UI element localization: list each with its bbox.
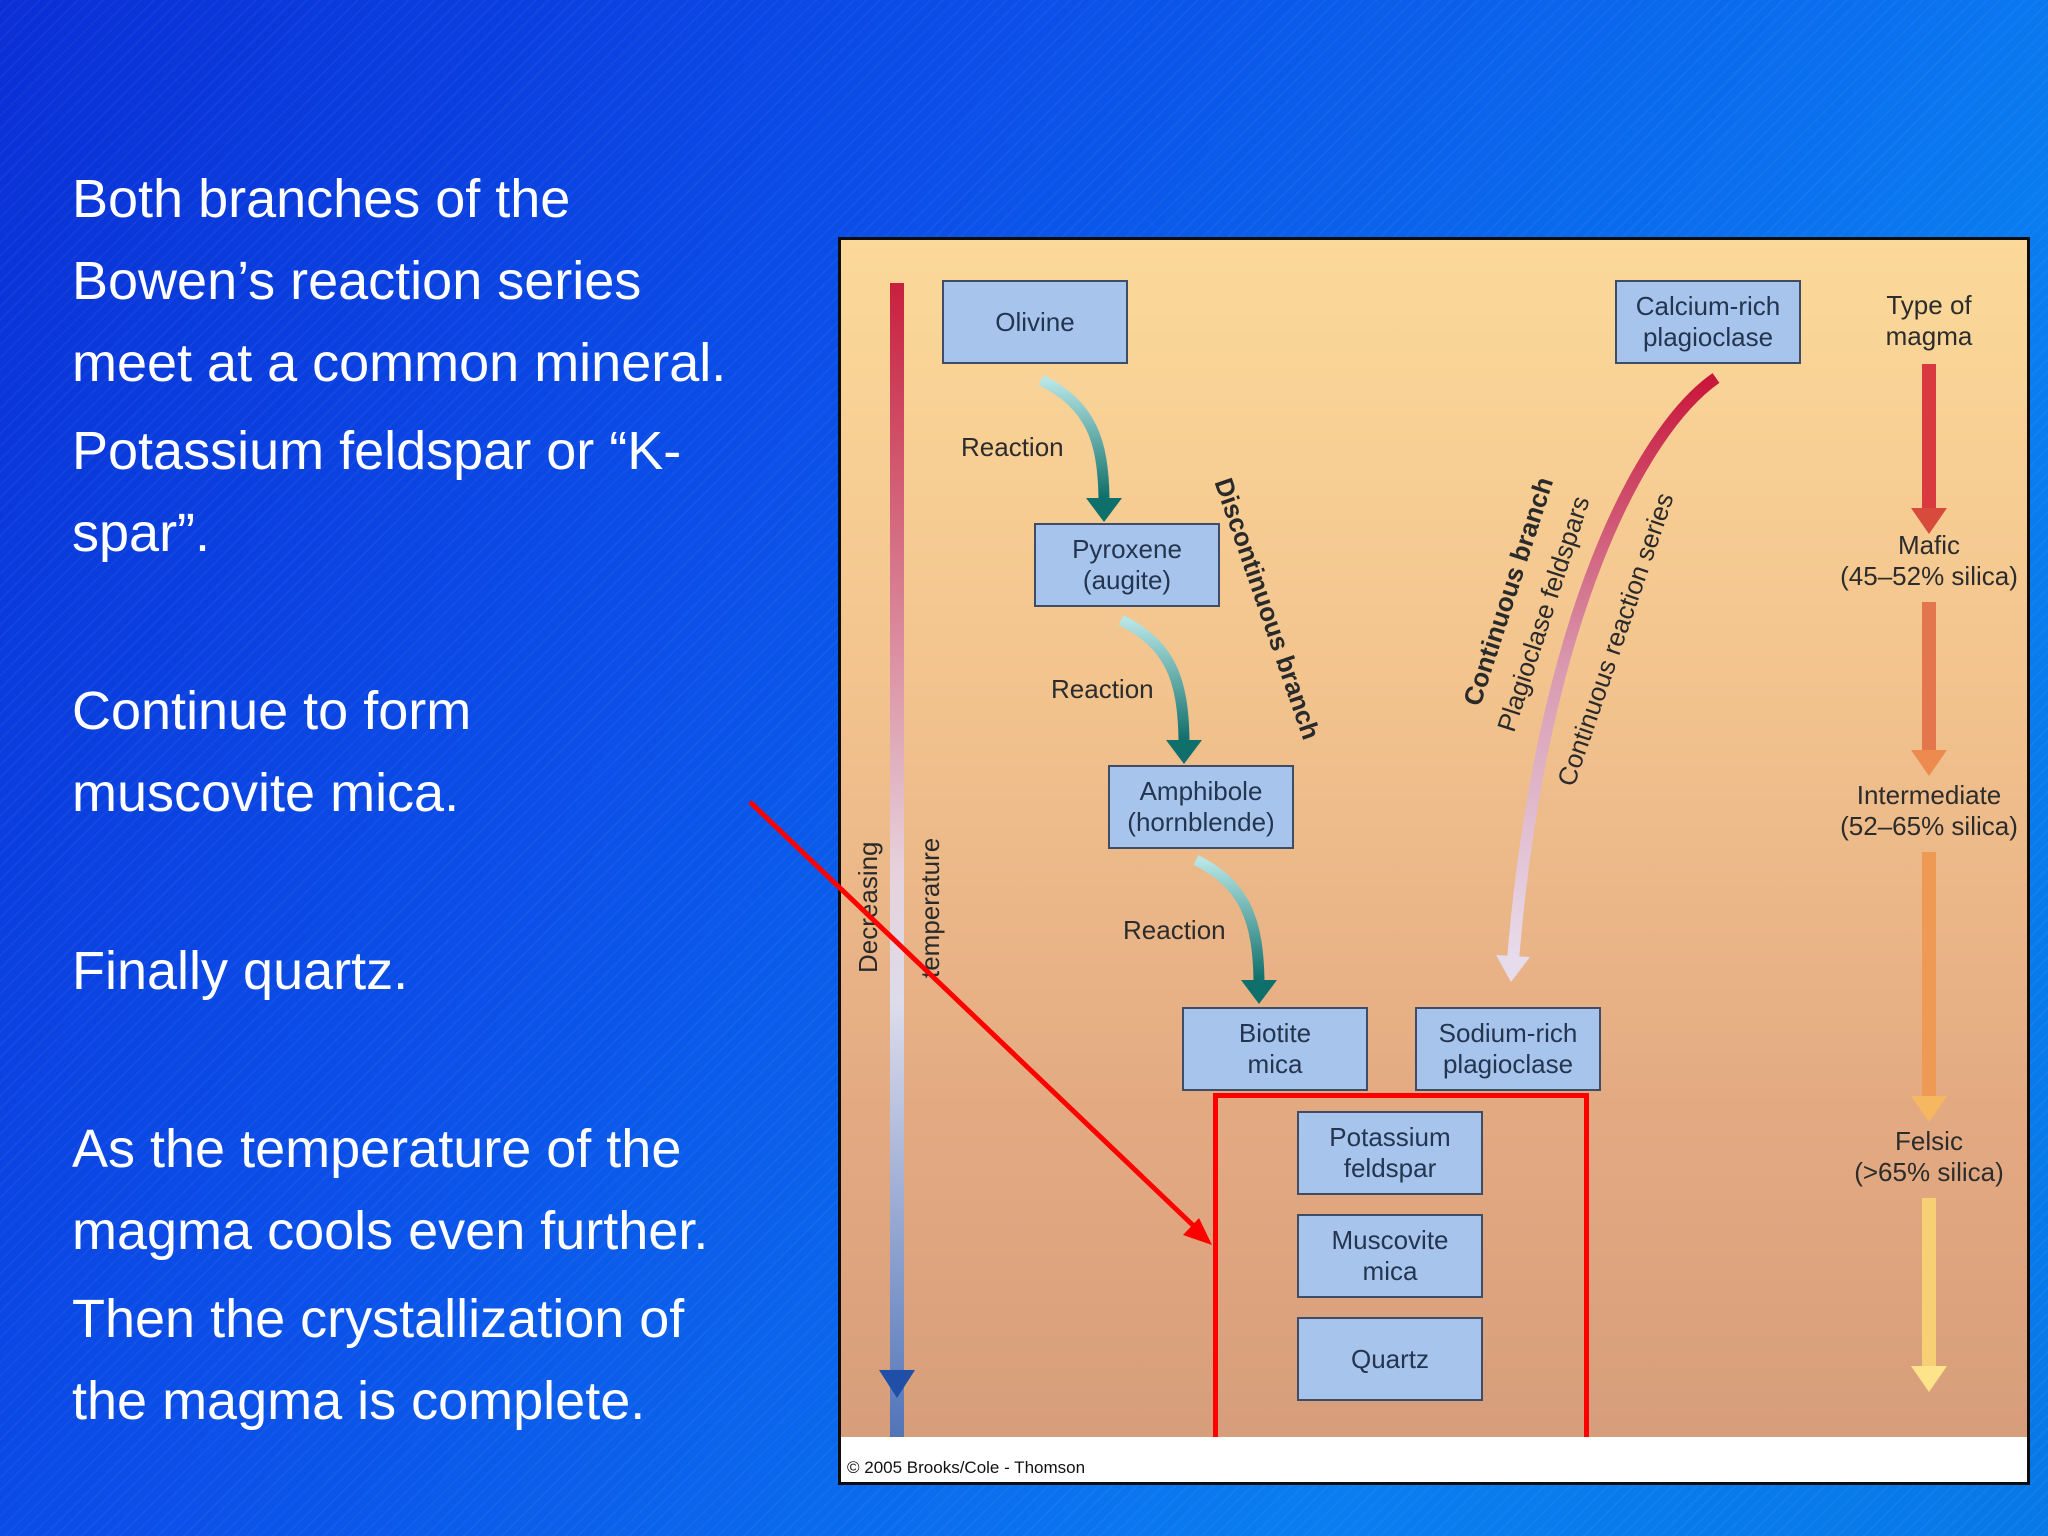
mineral-label: Muscovite (1331, 1225, 1449, 1255)
mineral-label: Calcium-rich (1635, 291, 1781, 321)
magma-type-silica: (>65% silica) (1854, 1157, 2004, 1187)
magma-arrow (1922, 1198, 1936, 1368)
copyright-text: © 2005 Brooks/Cole - Thomson (847, 1458, 1086, 1477)
slide-text: Continue to form muscovite mica. (72, 670, 792, 834)
magma-type-intermediate: Intermediate (52–65% silica) (1819, 780, 2027, 842)
reaction-label: Reaction (961, 432, 1064, 462)
magma-type-felsic: Felsic (>65% silica) (1819, 1126, 2027, 1188)
mineral-label: Amphibole (1139, 776, 1263, 806)
reaction-arrow (1038, 375, 1110, 499)
copyright-strip (841, 1437, 2027, 1482)
mineral-label: (augite) (1082, 565, 1172, 595)
magma-type-name: Intermediate (1856, 780, 2002, 810)
slide-text: Finally quartz. (72, 930, 792, 1012)
mineral-muscovite: Muscovite mica (1297, 1214, 1483, 1298)
mineral-sodium-plagioclase: Sodium-rich plagioclase (1415, 1007, 1601, 1091)
mineral-calcium-plagioclase: Calcium-rich plagioclase (1615, 280, 1801, 364)
mineral-biotite: Biotite mica (1182, 1007, 1368, 1091)
text-line: Bowen’s reaction series (72, 251, 642, 311)
mineral-label: mica (1247, 1049, 1303, 1079)
slide-text: Both branches of the Bowen’s reaction se… (72, 158, 792, 574)
common-minerals-highlight (1213, 1093, 1589, 1453)
magma-type-name: Felsic (1895, 1126, 1963, 1156)
temperature-label-decreasing: Decreasing (853, 841, 883, 973)
mineral-label: feldspar (1343, 1153, 1437, 1183)
reaction-arrowhead (1086, 498, 1122, 522)
bowen-reaction-diagram: Decreasing temperature Olivine Reaction … (838, 237, 2030, 1485)
magma-title-line: magma (1885, 321, 1973, 351)
magma-arrowhead (1911, 1096, 1947, 1122)
mineral-potassium-feldspar: Potassium feldspar (1297, 1111, 1483, 1195)
mineral-amphibole: Amphibole (hornblende) (1108, 765, 1294, 849)
mineral-label: plagioclase (1642, 322, 1774, 352)
reaction-arrowhead (1166, 740, 1202, 764)
magma-arrowhead (1911, 508, 1947, 534)
magma-type-title: Type of magma (1819, 290, 2027, 352)
magma-arrow (1922, 602, 1936, 752)
text-line: the magma is complete. (72, 1371, 646, 1431)
text-line: magma cools even further. (72, 1201, 709, 1261)
magma-type-mafic: Mafic (45–52% silica) (1819, 530, 2027, 592)
continuous-branch-arrow (1507, 373, 1720, 961)
magma-type-silica: (45–52% silica) (1840, 561, 2018, 591)
reaction-arrowhead (1241, 980, 1277, 1004)
mineral-label: Quartz (1350, 1343, 1430, 1374)
text-line: muscovite mica. (72, 763, 460, 823)
magma-arrowhead (1911, 1366, 1947, 1392)
magma-arrow (1922, 364, 1936, 510)
mineral-label: (hornblende) (1127, 807, 1275, 837)
magma-title-line: Type of (1886, 290, 1972, 320)
mineral-olivine: Olivine (942, 280, 1128, 364)
text-line: spar”. (72, 503, 211, 563)
text-line: Then the crystallization of (72, 1289, 685, 1349)
temperature-arrow (890, 283, 904, 1482)
mineral-label: Pyroxene (1072, 534, 1182, 564)
reaction-arrow (1193, 855, 1265, 981)
magma-type-name: Mafic (1897, 530, 1961, 560)
magma-type-silica: (52–65% silica) (1840, 811, 2018, 841)
text-line: As the temperature of the (72, 1119, 682, 1179)
reaction-label: Reaction (1123, 915, 1226, 945)
mineral-label: mica (1362, 1256, 1418, 1286)
slide-text: As the temperature of the magma cools ev… (72, 1108, 792, 1442)
magma-arrow (1922, 852, 1936, 1098)
text-line: meet at a common mineral. (72, 333, 727, 393)
text-line: Continue to form (72, 681, 472, 741)
mineral-label: plagioclase (1442, 1049, 1574, 1079)
magma-arrowhead (1911, 750, 1947, 776)
mineral-label: Sodium-rich (1438, 1018, 1578, 1048)
mineral-label: Potassium (1329, 1122, 1451, 1152)
mineral-label: Olivine (995, 306, 1075, 337)
mineral-pyroxene: Pyroxene (augite) (1034, 523, 1220, 607)
text-line: Potassium feldspar or “K- (72, 421, 682, 481)
mineral-quartz: Quartz (1297, 1317, 1483, 1401)
continuous-branch-arrowhead (1496, 955, 1530, 982)
mineral-label: Biotite (1238, 1018, 1312, 1048)
reaction-label: Reaction (1051, 674, 1154, 704)
temperature-arrowhead (879, 1370, 915, 1398)
temperature-label-temperature: temperature (915, 837, 945, 978)
reaction-arrow (1118, 615, 1190, 741)
text-line: Finally quartz. (72, 941, 409, 1001)
text-line: Both branches of the (72, 169, 571, 229)
